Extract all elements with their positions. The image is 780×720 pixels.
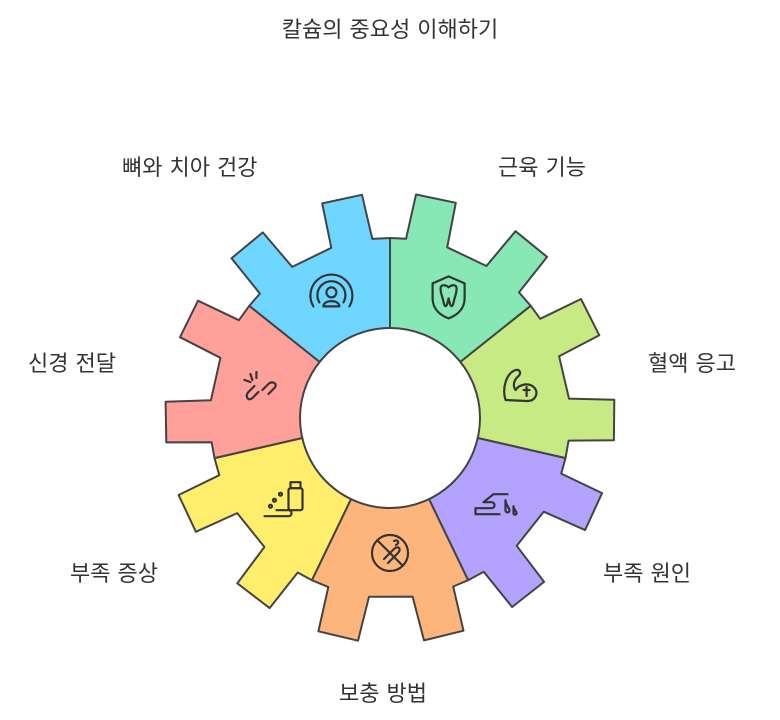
label-muscle-function: 근육 기능 xyxy=(498,156,586,181)
signal-person-icon xyxy=(309,273,354,308)
flexed-arm-icon xyxy=(503,368,538,403)
label-deficiency-causes: 부족 원인 xyxy=(603,562,691,587)
label-deficiency-symptoms: 부족 증상 xyxy=(70,562,158,587)
label-supplement-methods: 보충 방법 xyxy=(339,682,427,707)
label-blood-clotting: 혈액 응고 xyxy=(648,352,736,377)
no-food-icon xyxy=(370,533,410,573)
supplement-bottle-icon xyxy=(263,481,304,518)
label-bone-teeth-health: 뼈와 치아 건강 xyxy=(122,156,258,181)
center-hub xyxy=(299,327,481,509)
broken-link-icon xyxy=(243,370,277,401)
tooth-shield-icon xyxy=(431,275,466,320)
gear-segment-7 xyxy=(230,193,391,363)
diagram-title: 칼슘의 중요성 이해하기 xyxy=(281,18,499,43)
hand-drop-icon xyxy=(474,493,518,516)
label-nerve-transmission: 신경 전달 xyxy=(28,352,116,377)
